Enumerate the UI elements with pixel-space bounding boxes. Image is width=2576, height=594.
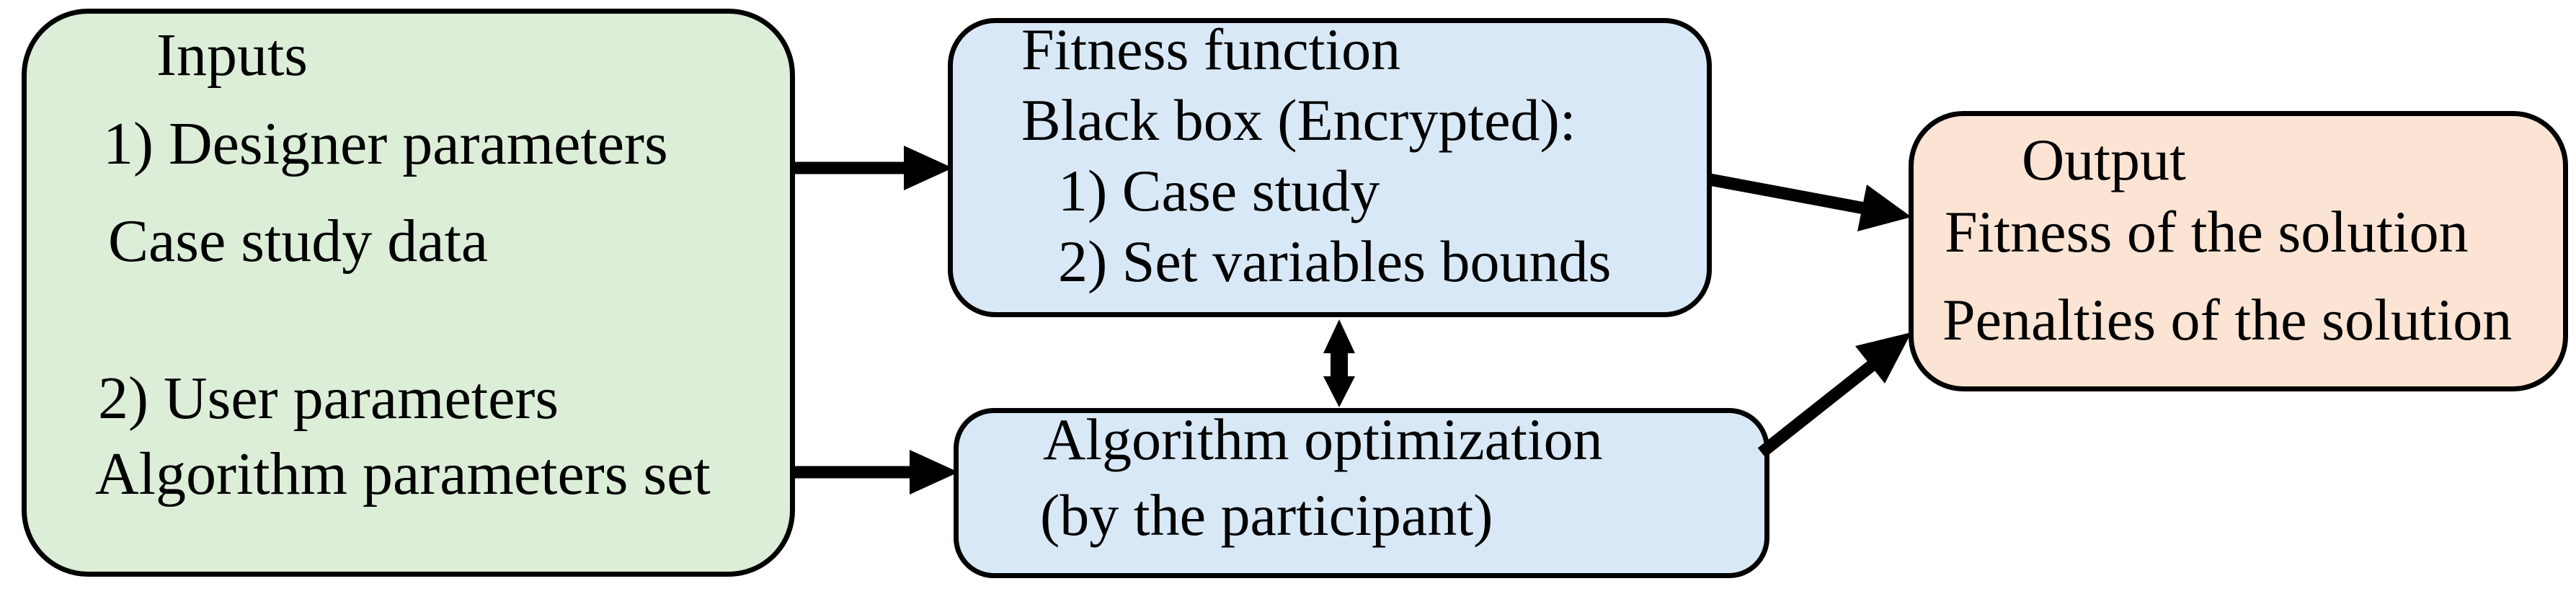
fitness-line-case-study: 1) Case study xyxy=(1058,158,1380,223)
inputs-line-case-study-data: Case study data xyxy=(108,208,489,275)
inputs-node xyxy=(22,9,795,577)
inputs-line-user-parameters: 2) User parameters xyxy=(98,365,559,432)
inputs-line-algorithm-parameters-set: Algorithm parameters set xyxy=(95,440,711,507)
fitness-function-node xyxy=(948,18,1712,317)
output-node xyxy=(1909,111,2568,391)
double-arrow-fitness-algorithm-icon xyxy=(1323,319,1355,407)
arrow-inputs-to-algorithm-icon xyxy=(793,450,959,495)
fitness-title: Fitness function xyxy=(1021,17,1401,82)
algorithm-line-by-the-participant: (by the participant) xyxy=(1040,482,1493,548)
arrow-algorithm-to-output-icon xyxy=(1757,332,1911,458)
output-line-penalties-of-the-solution: Penalties of the solution xyxy=(1942,287,2513,353)
output-title: Output xyxy=(2022,127,2186,192)
arrow-fitness-to-output-icon xyxy=(1708,173,1911,231)
fitness-line-set-variables-bounds: 2) Set variables bounds xyxy=(1058,229,1612,294)
algorithm-title: Algorithm optimization xyxy=(1043,407,1603,472)
inputs-title: Inputs xyxy=(156,22,308,89)
algorithm-optimization-node xyxy=(954,408,1769,578)
output-line-fitness-of-the-solution: Fitness of the solution xyxy=(1945,199,2469,265)
arrow-inputs-to-fitness-icon xyxy=(793,146,953,190)
inputs-line-designer-parameters: 1) Designer parameters xyxy=(103,110,668,177)
fitness-line-black-box-encrypted: Black box (Encrypted): xyxy=(1021,87,1576,153)
